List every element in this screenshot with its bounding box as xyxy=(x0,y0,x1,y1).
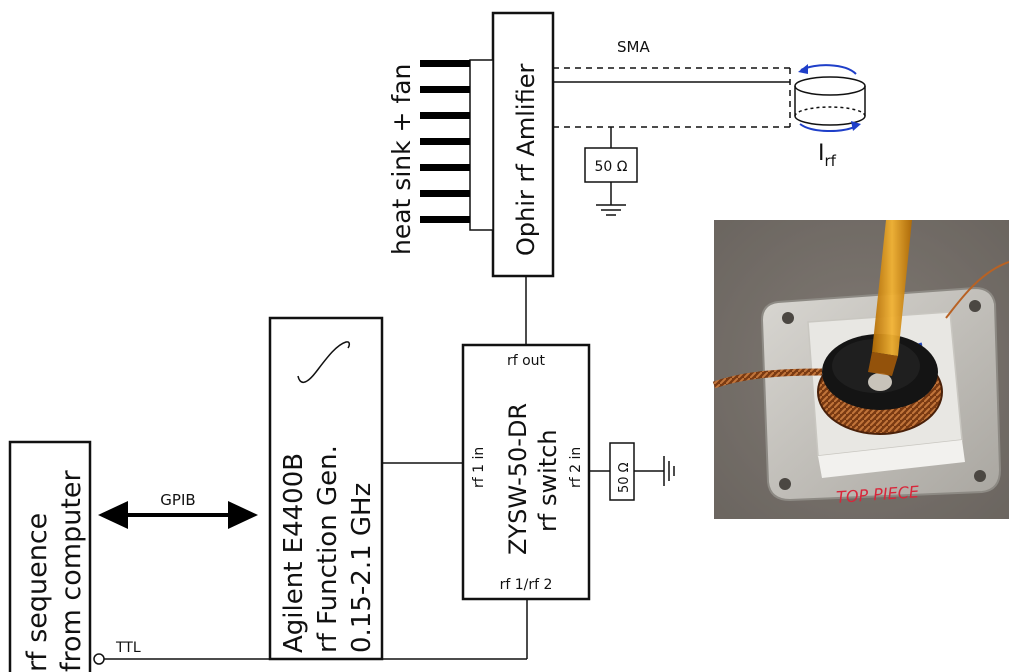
current-label: Irf xyxy=(818,141,837,170)
rf2-in-label: rf 2 in xyxy=(568,447,584,488)
computer-block: rf sequence from computer xyxy=(10,442,90,672)
ttl-bubble-icon xyxy=(94,654,104,664)
switch-termination-label: 50 Ω xyxy=(617,462,632,493)
gpib-label: GPIB xyxy=(160,491,195,509)
rf-out-label: rf out xyxy=(507,353,546,369)
rf1-in-label: rf 1 in xyxy=(471,447,487,488)
function-generator-block: Agilent E4400B rf Function Gen. 0.15-2.1… xyxy=(270,318,382,659)
coil-icon xyxy=(795,77,865,125)
ground-icon xyxy=(664,456,674,486)
computer-label-line1: rf sequence xyxy=(22,513,53,672)
ground-icon xyxy=(596,205,626,215)
heat-sink-label: heat sink + fan xyxy=(387,64,416,255)
ttl-label: TTL xyxy=(115,640,141,656)
rf1-rf2-label: rf 1/rf 2 xyxy=(500,577,553,593)
gpib-connection: GPIB xyxy=(98,491,258,529)
heat-sink-icon xyxy=(420,60,493,230)
switch-termination: 50 Ω xyxy=(589,443,674,500)
amp-termination-label: 50 Ω xyxy=(595,159,628,175)
sma-cable xyxy=(553,68,790,127)
current-arrow-icon xyxy=(798,64,861,131)
coil-photo: TOP PIECE xyxy=(714,220,1009,519)
rf-switch-block: rf out rf 1/rf 2 rf 1 in rf 2 in ZYSW-50… xyxy=(463,345,589,599)
generator-label-line2: rf Function Gen. xyxy=(313,445,343,653)
arrow-right-icon xyxy=(228,501,258,529)
amplifier-block: Ophir rf Amlifier xyxy=(493,13,553,276)
switch-name-label: rf switch xyxy=(534,429,562,532)
sma-label: SMA xyxy=(617,38,650,56)
computer-label-line2: from computer xyxy=(56,469,87,672)
switch-model-label: ZYSW-50-DR xyxy=(504,403,532,555)
generator-label-line3: 0.15-2.1 GHz xyxy=(347,483,377,653)
generator-label-line1: Agilent E4400B xyxy=(279,453,309,653)
amp-termination: 50 Ω xyxy=(585,127,637,215)
arrow-left-icon xyxy=(98,501,128,529)
amplifier-label: Ophir rf Amlifier xyxy=(512,64,540,256)
